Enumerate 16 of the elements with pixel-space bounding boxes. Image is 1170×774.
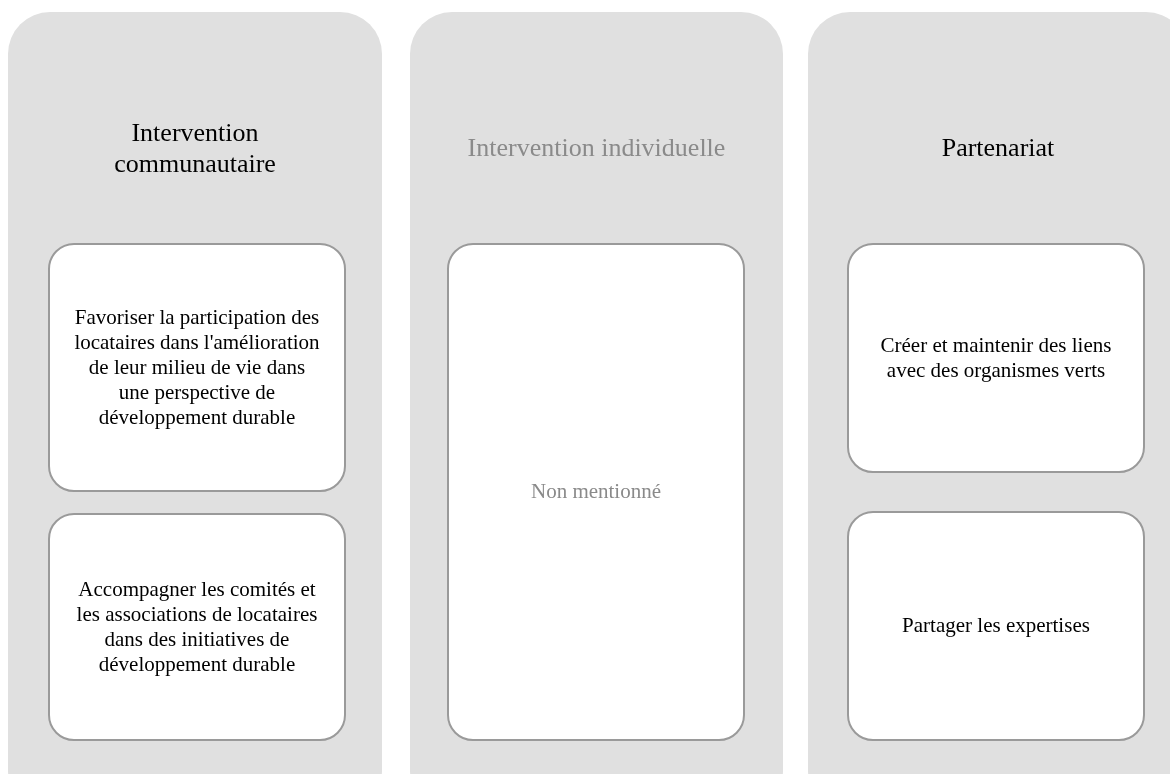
column-panel <box>8 12 382 774</box>
text-card <box>48 243 346 492</box>
column-panel <box>808 12 1170 774</box>
card-text: Partager les expertises <box>902 613 1090 639</box>
column-heading: Intervention communautaire <box>113 116 277 180</box>
card-text: Accompagner les comités et les associations de locataires dans des initiatives de développement durable <box>75 576 319 678</box>
text-card <box>847 243 1145 473</box>
column-heading: Partenariat <box>940 132 1056 165</box>
column-heading: Intervention individuelle <box>466 132 727 165</box>
text-card <box>447 243 745 741</box>
text-card <box>847 511 1145 741</box>
card-text: Non mentionné <box>530 479 662 505</box>
column-panel <box>410 12 783 774</box>
card-text: Créer et maintenir des liens avec des organismes verts <box>879 332 1113 384</box>
card-text: Favoriser la participation des locataires dans l'amélioration de leur milieu de vie dans une perspective de développement durable <box>74 304 320 431</box>
text-card <box>48 513 346 741</box>
